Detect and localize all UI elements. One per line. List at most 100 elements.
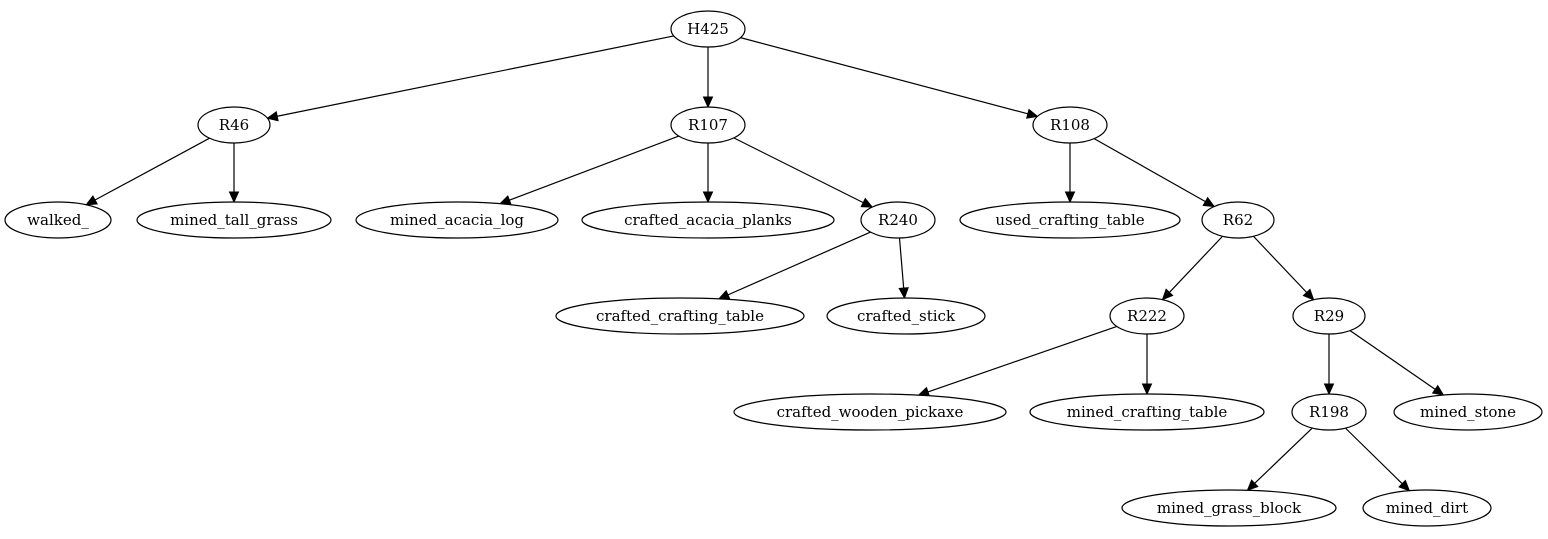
edge-r198-to-mined-dirt [1345,427,1411,492]
node-label: crafted_wooden_pickaxe [777,403,964,421]
node-ellipse [197,106,271,144]
edge-line [898,237,905,289]
node-h425: H425 [670,10,746,48]
edge-r198-to-mined-grass-block [1246,427,1313,492]
node-mined-acacia-log: mined_acacia_log [355,201,559,239]
node-ellipse [581,201,835,239]
arrowhead-icon [1161,288,1174,301]
edge-r222-to-crafted-wooden-pickaxe [917,325,1118,397]
node-crafted-crafting-table: crafted_crafting_table [555,297,805,335]
node-label: mined_crafting_table [1067,403,1228,421]
arrowhead-icon [1302,288,1315,301]
edge-r240-to-crafted-stick [898,237,909,300]
node-label: R222 [1127,307,1167,325]
edge-line [927,325,1118,393]
node-r46: R46 [197,106,271,144]
node-ellipse [959,201,1181,239]
node-ellipse [1291,393,1367,431]
edge-r107-to-mined-acacia-log [498,135,680,205]
arrowhead-icon [1202,196,1216,208]
node-ellipse [826,297,986,335]
node-walked: walked_ [4,201,112,239]
node-r107: R107 [670,106,746,144]
node-label: walked_ [27,211,89,229]
edge-line [1252,235,1308,293]
node-label: mined_grass_block [1157,499,1302,517]
edge-line [277,35,674,117]
arrowhead-icon [228,191,240,204]
node-label: used_crafting_table [995,211,1144,229]
edge-r46-to-walked [85,137,210,206]
edge-line [1349,330,1436,390]
edges-layer [85,35,1445,492]
node-mined-tall-grass: mined_tall_grass [136,201,332,239]
arrowhead-icon [1398,479,1411,492]
node-r29: R29 [1292,297,1366,335]
edge-r240-to-crafted-crafting-table [717,231,871,300]
node-used-crafting-table: used_crafting_table [959,201,1181,239]
node-r108: R108 [1032,106,1108,144]
arrowhead-icon [1431,384,1445,396]
node-r62: R62 [1201,201,1275,239]
arrowhead-icon [498,195,512,205]
node-ellipse [136,201,332,239]
node-label: mined_acacia_log [390,211,524,229]
node-ellipse [1201,201,1275,239]
arrowhead-icon [702,191,714,204]
arrowhead-icon [1246,479,1259,492]
node-label: crafted_crafting_table [596,307,764,325]
node-ellipse [670,106,746,144]
edge-r108-to-r62 [1093,138,1216,208]
edge-line [1168,235,1224,293]
node-label: crafted_acacia_planks [624,211,792,229]
edge-r29-to-r198 [1323,334,1335,396]
node-ellipse [355,201,559,239]
arrowhead-icon [898,287,909,300]
node-ellipse [555,297,805,335]
node-label: H425 [687,20,729,38]
node-label: R46 [219,116,249,134]
arrowhead-icon [1323,383,1335,396]
edge-h425-to-r108 [740,37,1039,119]
node-ellipse [670,10,746,48]
node-crafted-acacia-planks: crafted_acacia_planks [581,201,835,239]
edge-r46-to-mined-tall-grass [228,143,240,204]
node-r198: R198 [1291,393,1367,431]
node-label: R107 [688,116,728,134]
node-label: crafted_stick [857,307,956,325]
node-mined-grass-block: mined_grass_block [1121,489,1337,527]
node-label: R240 [878,211,918,229]
edge-r62-to-r29 [1252,235,1315,301]
node-crafted-stick: crafted_stick [826,297,986,335]
edge-line [727,231,871,296]
node-ellipse [1362,489,1492,527]
arrowhead-icon [85,195,98,206]
node-ellipse [1393,393,1543,431]
node-label: mined_dirt [1386,499,1468,517]
edge-h425-to-r46 [266,35,674,122]
node-r240: R240 [860,201,936,239]
node-label: R198 [1309,403,1349,421]
edge-line [1345,427,1403,485]
arrowhead-icon [860,197,874,208]
edge-r222-to-mined-crafting-table [1141,334,1153,396]
edge-r108-to-used-crafting-table [1064,143,1076,204]
arrowhead-icon [717,289,731,300]
edge-h425-to-r107 [702,47,714,109]
edge-line [509,135,680,201]
arrowhead-icon [702,96,714,109]
node-ellipse [1109,297,1185,335]
node-ellipse [1121,489,1337,527]
edge-line [733,137,864,204]
arrowhead-icon [1026,108,1039,119]
node-label: R29 [1314,307,1344,325]
arrowhead-icon [1141,383,1153,396]
node-ellipse [1029,393,1265,431]
node-crafted-wooden-pickaxe: crafted_wooden_pickaxe [733,393,1007,431]
edge-line [94,137,210,201]
edge-r107-to-r240 [733,137,874,208]
node-mined-dirt: mined_dirt [1362,489,1492,527]
node-label: R62 [1223,211,1253,229]
arrowhead-icon [266,110,279,122]
